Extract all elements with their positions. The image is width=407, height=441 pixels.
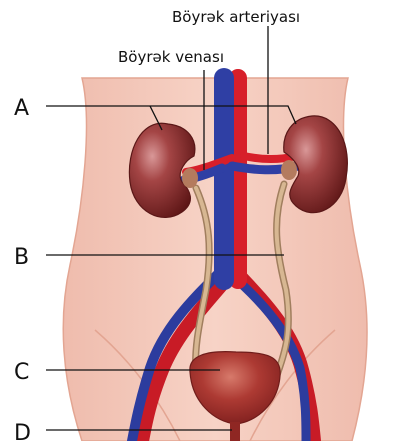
right-renal-pelvis	[281, 160, 297, 180]
left-renal-pelvis	[182, 168, 198, 188]
label-renal-artery: Böyrək arteriyası	[172, 8, 300, 26]
label-D: D	[14, 421, 31, 441]
label-renal-vein: Böyrək venası	[118, 48, 224, 66]
label-B: B	[14, 245, 29, 270]
urethra	[230, 422, 240, 441]
renal-artery-right	[244, 156, 296, 159]
label-A: A	[14, 96, 29, 121]
label-C: C	[14, 360, 29, 385]
